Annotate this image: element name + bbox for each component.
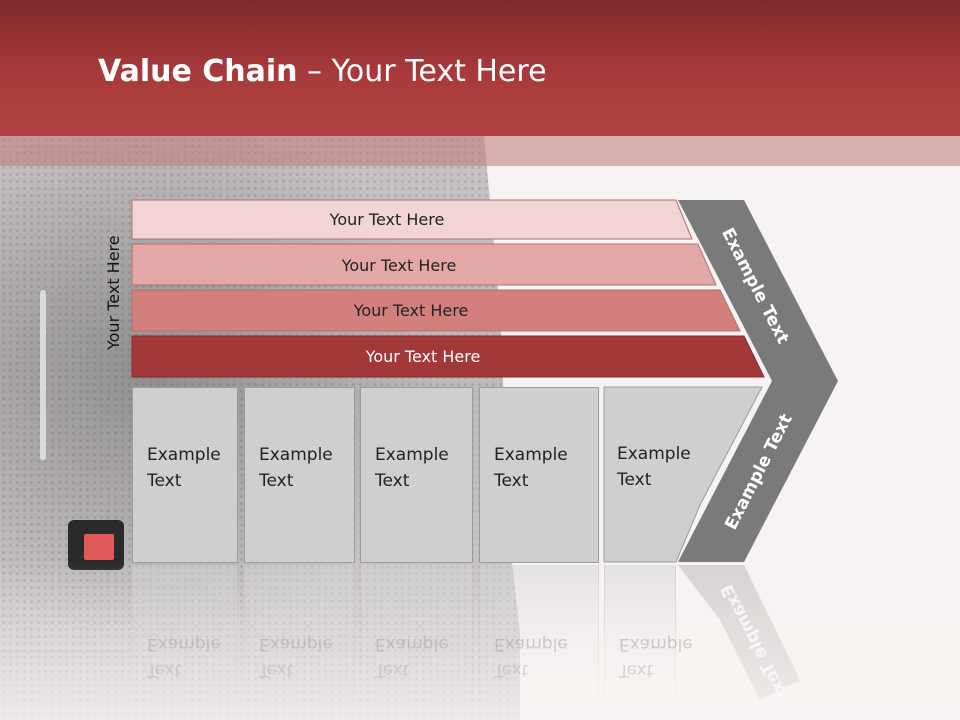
column-text-line2: Text (147, 471, 182, 491)
bar-label: Your Text Here (341, 255, 457, 275)
bottom-fade (0, 560, 960, 720)
bar-shape (131, 199, 693, 240)
column-text-line2: Text (494, 471, 529, 491)
column-text-line2: Text (617, 470, 652, 490)
title-rest: – Your Text Here (297, 54, 547, 89)
column-text-line1: Example (494, 445, 568, 465)
column-text-line1: Example (375, 445, 449, 465)
column-text-line1: Example (617, 444, 691, 464)
column-text-line2: Text (259, 471, 294, 491)
bar-shape (131, 243, 717, 286)
column-text-line1: Example (147, 445, 221, 465)
bar-shape (131, 335, 765, 378)
bar-shape (131, 289, 741, 332)
bar-2: Your Text Here (132, 246, 716, 284)
column-text-line1: Example (259, 445, 333, 465)
bar-4: Your Text Here (132, 337, 764, 375)
bar-1: Your Text Here (132, 200, 692, 238)
strap-highlight (40, 290, 46, 460)
chevron-arrow (678, 200, 838, 562)
bar-label: Your Text Here (365, 346, 481, 366)
title-bold: Value Chain (98, 54, 298, 89)
column-text-line2: Text (375, 471, 410, 491)
slide-title: Value Chain – Your Text Here (98, 54, 547, 89)
buckle-red-button (84, 534, 114, 560)
header-band (0, 136, 960, 166)
slide-header: Value Chain – Your Text Here (0, 0, 960, 136)
bar-3: Your Text Here (132, 291, 740, 329)
bar-label: Your Text Here (329, 209, 445, 229)
column-shape-last (603, 386, 763, 563)
bar-label: Your Text Here (353, 300, 469, 320)
